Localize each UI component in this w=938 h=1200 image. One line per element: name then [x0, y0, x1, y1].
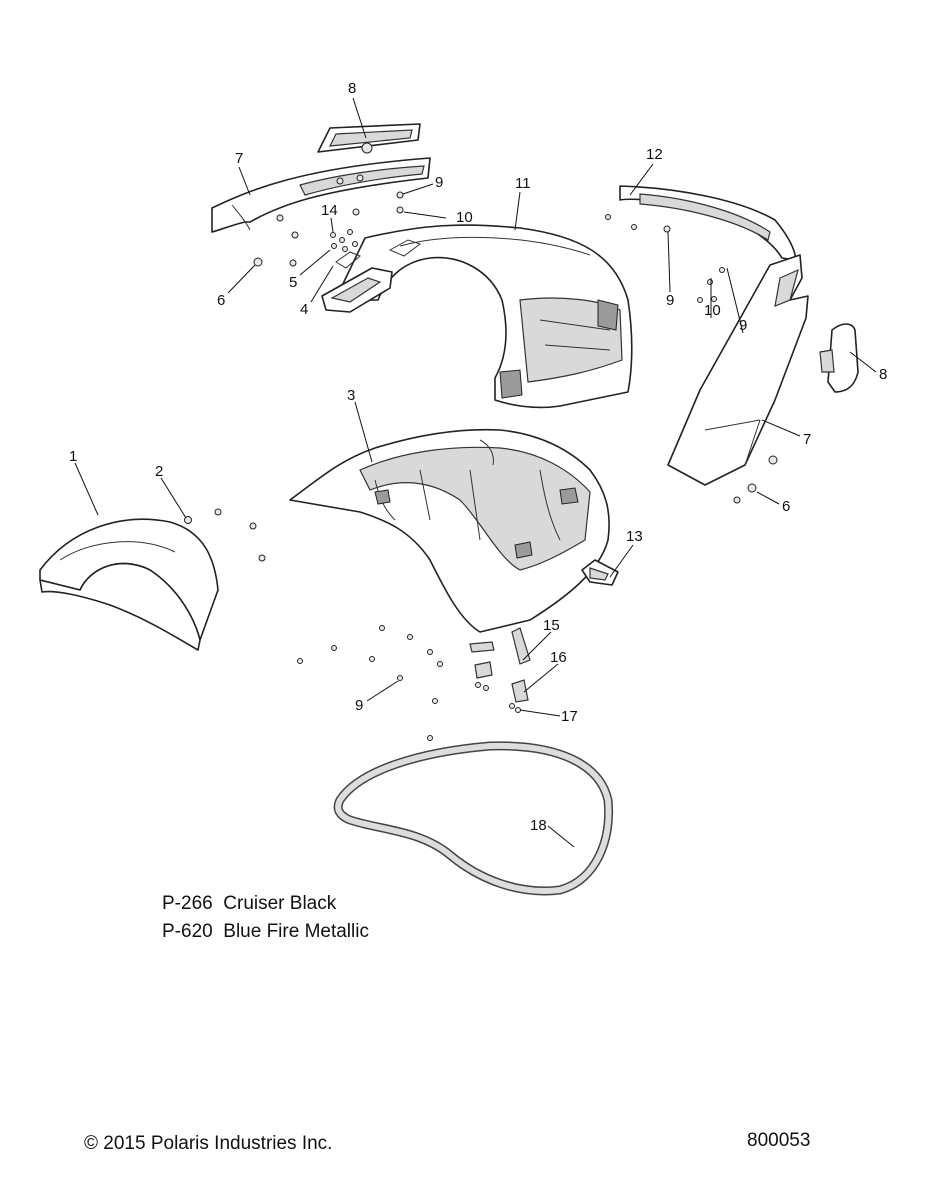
part-6-right-fasteners: [733, 455, 778, 504]
part-3-trunk-body: [289, 428, 610, 633]
parts-15-16-17-hardware: [469, 627, 531, 713]
part-2-fasteners: [184, 508, 266, 562]
part-18-gasket: [333, 741, 614, 896]
callout-5: 5: [289, 274, 297, 291]
paint-code: P-266: [162, 893, 213, 914]
paint-code-line-2: P-620 Blue Fire Metallic: [162, 921, 369, 943]
callout-11: 11: [515, 175, 531, 192]
callout-16: 16: [550, 649, 567, 666]
callout-labels: 8 7 9 11 12 14 10 5 6 4 9 10 9 8 3 7 1 2…: [69, 80, 887, 834]
callout-6: 6: [782, 498, 790, 515]
callout-8: 8: [348, 80, 356, 97]
callout-9: 9: [739, 317, 747, 334]
callout-4: 4: [300, 301, 308, 318]
callout-10: 10: [456, 209, 473, 226]
callout-3: 3: [347, 387, 355, 404]
callout-13: 13: [626, 528, 643, 545]
drawing-number: 800053: [747, 1130, 811, 1151]
callout-7: 7: [235, 150, 243, 167]
part-7-right-fairing: [667, 254, 809, 486]
part-7-upper-fairing: [211, 157, 431, 233]
paint-code-line-1: P-266 Cruiser Black: [162, 893, 336, 915]
callout-1: 1: [69, 448, 77, 465]
callout-12: 12: [646, 146, 663, 163]
part-12-lid-trim: [605, 185, 797, 261]
paint-name: Cruiser Black: [223, 893, 337, 914]
callout-15: 15: [543, 617, 560, 634]
callout-2: 2: [155, 463, 163, 480]
part-1-side-cover: [39, 518, 219, 651]
callout-9: 9: [435, 174, 443, 191]
part-8-right-trim: [819, 323, 859, 393]
callout-9: 9: [355, 697, 363, 714]
part-4-hinge-bracket: [321, 239, 422, 313]
leader-lines: [74, 97, 877, 848]
copyright-notice: © 2015 Polaris Industries Inc.: [84, 1133, 333, 1154]
callout-17: 17: [561, 708, 578, 725]
lower-fasteners: [297, 625, 443, 741]
part-8-upper-trim: [317, 123, 421, 154]
paint-code: P-620: [162, 921, 213, 942]
callout-8: 8: [879, 366, 887, 383]
callout-18: 18: [530, 817, 547, 834]
callout-14: 14: [321, 202, 338, 219]
paint-name: Blue Fire Metallic: [223, 921, 369, 942]
part-11-trunk-lid: [339, 224, 633, 409]
callout-10: 10: [704, 302, 721, 319]
callout-9: 9: [666, 292, 674, 309]
callout-6: 6: [217, 292, 225, 309]
part-13-latch: [581, 559, 619, 586]
upper-fasteners: [253, 191, 404, 267]
callout-7: 7: [803, 431, 811, 448]
